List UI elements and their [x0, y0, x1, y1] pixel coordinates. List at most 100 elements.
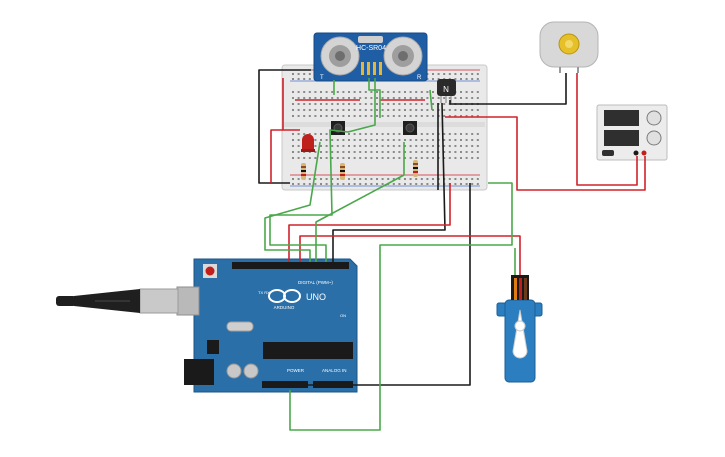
- breadboard-hole[interactable]: [336, 109, 339, 111]
- breadboard-hole[interactable]: [476, 183, 479, 185]
- breadboard-hole[interactable]: [476, 157, 479, 159]
- breadboard-hole[interactable]: [370, 178, 373, 180]
- breadboard-hole[interactable]: [303, 157, 306, 159]
- breadboard-hole[interactable]: [398, 91, 401, 93]
- breadboard-hole[interactable]: [454, 145, 457, 147]
- breadboard-hole[interactable]: [454, 115, 457, 117]
- breadboard-hole[interactable]: [448, 139, 451, 141]
- breadboard-hole[interactable]: [460, 183, 462, 185]
- breadboard-hole[interactable]: [420, 91, 423, 93]
- breadboard-hole[interactable]: [465, 183, 468, 185]
- breadboard-hole[interactable]: [370, 183, 373, 185]
- breadboard-hole[interactable]: [392, 133, 395, 135]
- breadboard-hole[interactable]: [448, 133, 451, 135]
- breadboard-hole[interactable]: [364, 151, 367, 153]
- breadboard-hole[interactable]: [292, 157, 294, 159]
- breadboard-hole[interactable]: [297, 133, 300, 135]
- breadboard-hole[interactable]: [308, 97, 311, 99]
- breadboard-hole[interactable]: [308, 78, 311, 80]
- breadboard-hole[interactable]: [465, 178, 468, 180]
- breadboard-hole[interactable]: [325, 178, 328, 180]
- breadboard-hole[interactable]: [409, 115, 412, 117]
- breadboard-hole[interactable]: [465, 157, 468, 159]
- breadboard-hole[interactable]: [364, 103, 367, 105]
- breadboard-hole[interactable]: [448, 115, 451, 117]
- breadboard-hole[interactable]: [297, 151, 300, 153]
- push-button-icon[interactable]: [403, 121, 417, 135]
- breadboard-hole[interactable]: [292, 115, 294, 117]
- breadboard-hole[interactable]: [465, 145, 468, 147]
- breadboard-hole[interactable]: [404, 183, 406, 185]
- breadboard-hole[interactable]: [314, 139, 317, 141]
- breadboard-hole[interactable]: [381, 115, 384, 117]
- breadboard-hole[interactable]: [432, 133, 434, 135]
- breadboard-hole[interactable]: [376, 145, 378, 147]
- breadboard-hole[interactable]: [292, 139, 294, 141]
- breadboard-hole[interactable]: [420, 151, 423, 153]
- breadboard-hole[interactable]: [432, 115, 434, 117]
- breadboard-hole[interactable]: [454, 183, 457, 185]
- breadboard-hole[interactable]: [342, 139, 345, 141]
- breadboard-hole[interactable]: [398, 115, 401, 117]
- breadboard-hole[interactable]: [415, 139, 418, 141]
- breadboard-hole[interactable]: [348, 133, 350, 135]
- breadboard-hole[interactable]: [297, 91, 300, 93]
- breadboard-hole[interactable]: [471, 109, 474, 111]
- breadboard-hole[interactable]: [348, 145, 350, 147]
- breadboard-hole[interactable]: [370, 115, 373, 117]
- breadboard-hole[interactable]: [443, 145, 446, 147]
- breadboard-hole[interactable]: [398, 183, 401, 185]
- breadboard-hole[interactable]: [314, 91, 317, 93]
- breadboard-hole[interactable]: [387, 139, 390, 141]
- breadboard-hole[interactable]: [314, 109, 317, 111]
- breadboard-hole[interactable]: [454, 133, 457, 135]
- breadboard-hole[interactable]: [359, 178, 362, 180]
- breadboard-hole[interactable]: [370, 103, 373, 105]
- breadboard-hole[interactable]: [454, 178, 457, 180]
- breadboard-hole[interactable]: [381, 91, 384, 93]
- breadboard-hole[interactable]: [353, 157, 356, 159]
- breadboard-hole[interactable]: [364, 157, 367, 159]
- breadboard-hole[interactable]: [336, 183, 339, 185]
- breadboard-hole[interactable]: [392, 115, 395, 117]
- breadboard-hole[interactable]: [325, 109, 328, 111]
- breadboard-hole[interactable]: [420, 115, 423, 117]
- breadboard-hole[interactable]: [476, 91, 479, 93]
- breadboard-hole[interactable]: [392, 103, 395, 105]
- breadboard-hole[interactable]: [331, 115, 334, 117]
- breadboard-hole[interactable]: [348, 109, 350, 111]
- breadboard-hole[interactable]: [476, 73, 479, 75]
- breadboard-hole[interactable]: [314, 145, 317, 147]
- breadboard-hole[interactable]: [325, 97, 328, 99]
- breadboard-hole[interactable]: [409, 139, 412, 141]
- breadboard-hole[interactable]: [392, 183, 395, 185]
- breadboard-hole[interactable]: [381, 183, 384, 185]
- breadboard-hole[interactable]: [353, 139, 356, 141]
- breadboard-hole[interactable]: [465, 97, 468, 99]
- breadboard-hole[interactable]: [320, 133, 322, 135]
- breadboard-hole[interactable]: [460, 115, 462, 117]
- breadboard-hole[interactable]: [409, 145, 412, 147]
- breadboard-hole[interactable]: [465, 133, 468, 135]
- breadboard-hole[interactable]: [476, 145, 479, 147]
- breadboard-hole[interactable]: [465, 73, 468, 75]
- breadboard-hole[interactable]: [392, 145, 395, 147]
- breadboard-hole[interactable]: [370, 91, 373, 93]
- breadboard-hole[interactable]: [353, 103, 356, 105]
- breadboard-hole[interactable]: [331, 91, 334, 93]
- breadboard-hole[interactable]: [303, 78, 306, 80]
- breadboard-hole[interactable]: [432, 145, 434, 147]
- breadboard-hole[interactable]: [364, 97, 367, 99]
- breadboard-hole[interactable]: [471, 183, 474, 185]
- breadboard-hole[interactable]: [404, 151, 406, 153]
- breadboard-hole[interactable]: [348, 151, 350, 153]
- breadboard-hole[interactable]: [420, 139, 423, 141]
- breadboard-hole[interactable]: [297, 178, 300, 180]
- breadboard-hole[interactable]: [364, 139, 367, 141]
- breadboard-hole[interactable]: [331, 139, 334, 141]
- breadboard-hole[interactable]: [460, 109, 462, 111]
- breadboard-hole[interactable]: [325, 183, 328, 185]
- breadboard-hole[interactable]: [404, 178, 406, 180]
- breadboard-hole[interactable]: [353, 151, 356, 153]
- breadboard-hole[interactable]: [432, 139, 434, 141]
